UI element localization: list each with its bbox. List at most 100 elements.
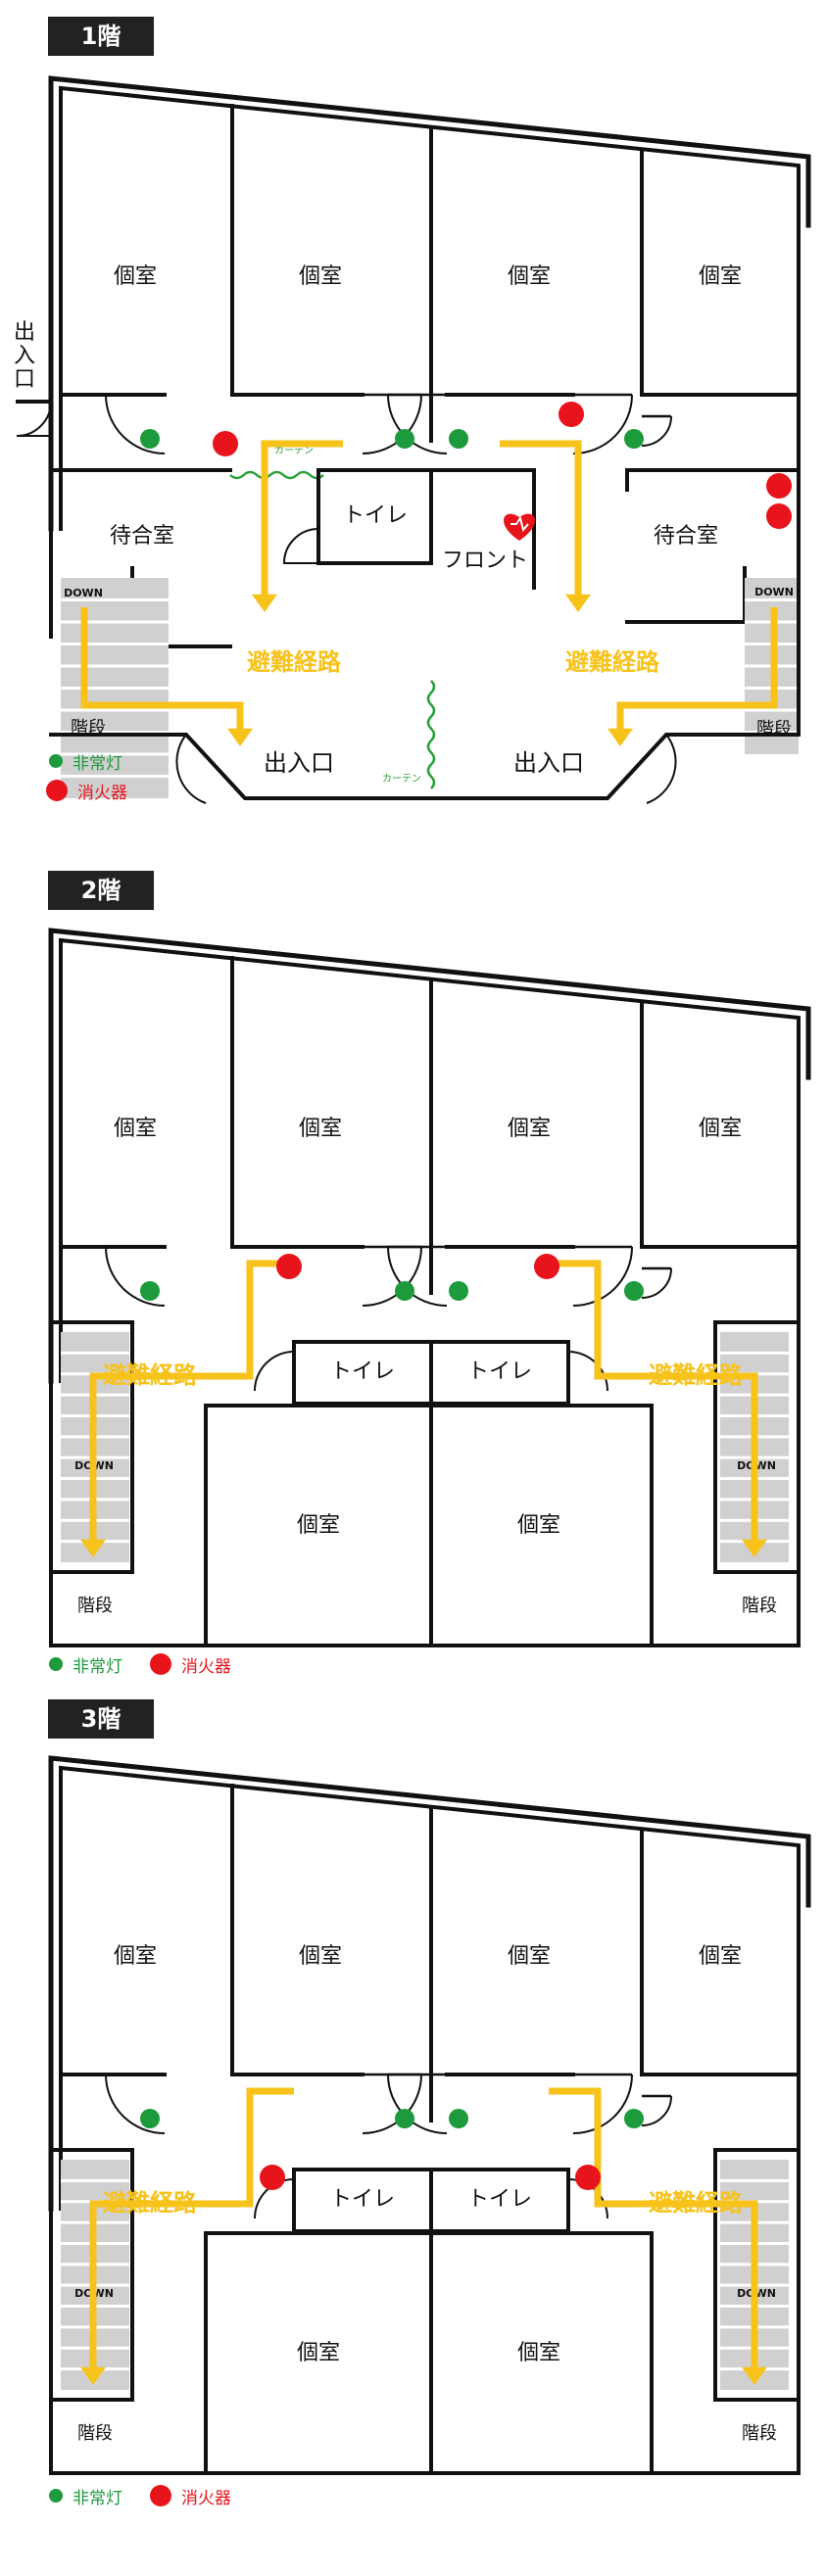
door-arc (105, 2074, 166, 2134)
exit-vertical-char: 入 (14, 344, 35, 368)
emergency-light-icon (624, 2109, 644, 2128)
stairs-label: 階段 (77, 2423, 113, 2444)
fire-extinguisher-icon (276, 1254, 302, 1279)
stairs-down-label: DOWN (64, 587, 103, 599)
curtain-icon (229, 470, 324, 480)
room-label: 個室 (517, 2341, 560, 2365)
floor-2-title: 2階 (48, 871, 154, 910)
door-swing-icon (641, 414, 672, 447)
emergency-light-icon (449, 429, 468, 449)
legend-light-label: 非常灯 (73, 753, 122, 774)
door-swing-icon (105, 393, 166, 454)
room-label: 個室 (297, 1513, 340, 1538)
door-swing-icon (572, 1245, 633, 1307)
emergency-light-icon (49, 1657, 63, 1671)
room-label: 個室 (508, 1944, 551, 1969)
door-swing-icon (105, 1245, 166, 1307)
room-label: 個室 (299, 264, 342, 289)
stairs-label: 階段 (742, 1596, 777, 1616)
emergency-light-icon (140, 429, 160, 449)
outer-wall (48, 928, 811, 1384)
curtain-label: カーテン (274, 445, 314, 456)
emergency-light-icon (624, 1281, 644, 1301)
door-arc (572, 2074, 633, 2134)
evacuation-route-line (500, 440, 582, 597)
route-arrow-icon (607, 728, 633, 746)
door-swing-icon (572, 2073, 633, 2134)
stair-wall (713, 2148, 801, 2402)
emergency-light-icon (395, 1281, 414, 1301)
door-arc (646, 734, 677, 804)
legend-floor-1: 非常灯 (49, 746, 122, 776)
emergency-light-icon (49, 2489, 63, 2503)
emergency-light-icon (449, 1281, 468, 1301)
legend-floor-3: 非常灯 消火器 (49, 2481, 231, 2510)
front-wall (429, 468, 536, 590)
curtain-wave (229, 470, 324, 480)
legend-ext-label: 消火器 (181, 2488, 231, 2508)
route-arrow-icon (252, 594, 277, 612)
toilet-label: トイレ (330, 2187, 395, 2212)
fire-extinguisher-icon (766, 503, 792, 529)
toilet-label: トイレ (467, 2187, 532, 2212)
emergency-light-icon (395, 429, 414, 449)
exit-label: 出入口 (513, 749, 584, 777)
exit-vertical-char: 口 (14, 367, 35, 392)
floor-3-title: 3階 (48, 1699, 154, 1739)
room-label: 個室 (114, 1117, 157, 1141)
fire-extinguisher-icon (575, 2165, 601, 2190)
toilet-label: トイレ (467, 1360, 532, 1384)
outer-wall (48, 75, 811, 532)
room-label: 個室 (299, 1944, 342, 1969)
toilet-wall (316, 468, 433, 565)
door-arc (641, 415, 672, 447)
route-arrow-icon (742, 1539, 767, 1557)
legend-floor-2: 非常灯 消火器 (49, 1649, 231, 1679)
legend-ext-label: 消火器 (77, 783, 127, 803)
legend-ext-label: 消火器 (181, 1656, 231, 1677)
curtain-icon (426, 680, 436, 789)
fire-extinguisher-icon (260, 2165, 285, 2190)
room-label: 個室 (114, 264, 157, 289)
stair-wall (713, 1320, 801, 1574)
evacuation-route-line (616, 607, 778, 730)
emergency-light-icon (395, 2109, 414, 2128)
outer-wall (48, 1755, 811, 2212)
stairs (61, 578, 169, 798)
room-label: 個室 (299, 1117, 342, 1141)
room-label: 個室 (297, 2341, 340, 2365)
evacuation-route-line (89, 1260, 294, 1543)
room-label: 個室 (517, 1513, 560, 1538)
door-swing-icon (641, 1266, 672, 1299)
route-label: 避難経路 (565, 648, 660, 676)
exit-label: 出入口 (264, 749, 334, 777)
emergency-light-icon (140, 1281, 160, 1301)
stairs-label: 階段 (742, 2423, 777, 2444)
fire-extinguisher-icon (150, 2485, 171, 2506)
door-arc (175, 734, 207, 804)
room-label: 個室 (699, 1117, 742, 1141)
heart-shape (504, 513, 535, 541)
room-wall (625, 566, 747, 624)
legend-light-label: 非常灯 (73, 1656, 122, 1677)
door-arc (572, 1246, 633, 1307)
emergency-light-icon (449, 2109, 468, 2128)
door-arc (254, 1351, 295, 1392)
room-wall (204, 1404, 654, 1647)
waiting-room-label: 待合室 (654, 524, 718, 549)
fire-extinguisher-icon (559, 402, 584, 427)
route-arrow-icon (80, 2366, 106, 2385)
route-arrow-icon (227, 728, 253, 746)
emergency-light-icon (624, 429, 644, 449)
route-arrow-icon (565, 594, 591, 612)
stair-wall (49, 2148, 134, 2402)
route-label: 避難経路 (649, 2189, 744, 2217)
curtain-label: カーテン (382, 773, 421, 785)
evacuation-route-line (261, 440, 343, 597)
room-label: 個室 (508, 264, 551, 289)
door-arc (641, 1267, 672, 1299)
fire-extinguisher-icon (766, 473, 792, 499)
evacuation-route-line (549, 1260, 758, 1543)
door-swing-icon (641, 2094, 672, 2126)
waiting-room-label: 待合室 (110, 524, 174, 549)
